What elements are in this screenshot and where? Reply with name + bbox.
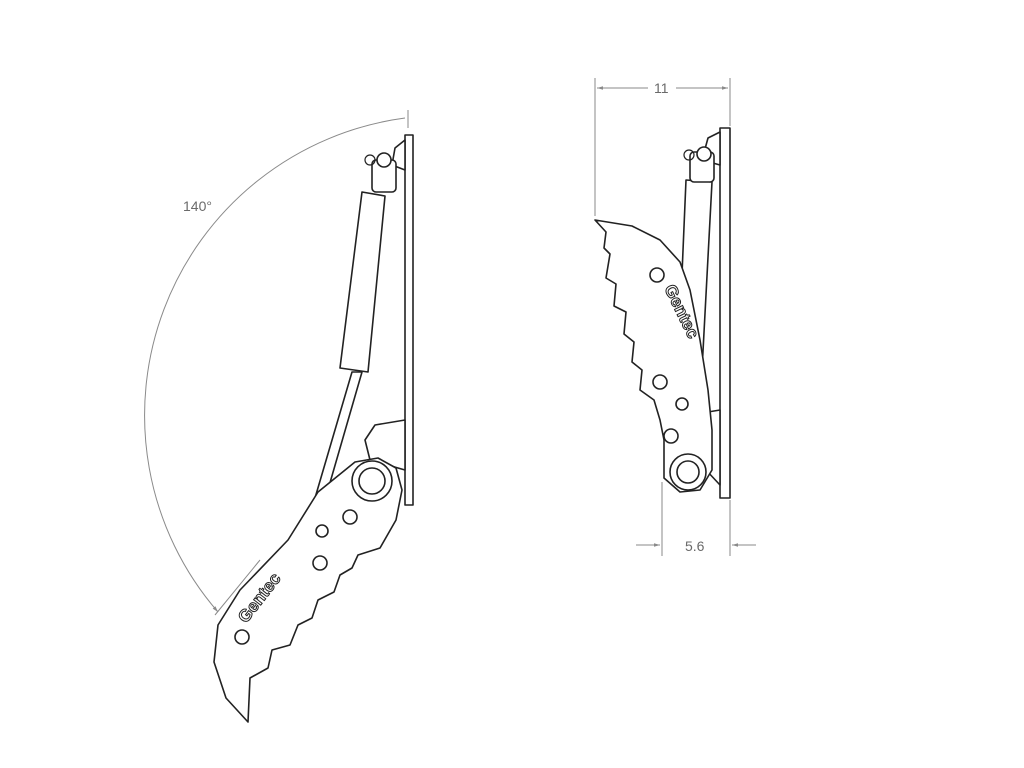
clevis-pin <box>376 152 392 168</box>
angle-label: 140° <box>183 198 212 214</box>
thumb-hole <box>663 428 679 444</box>
thumb-hole <box>315 524 329 538</box>
angle-extension-line <box>214 559 261 616</box>
mounting-plate <box>719 127 731 499</box>
thumb-hole <box>649 267 665 283</box>
bottom-bracket <box>364 419 406 471</box>
offset-label: 5.6 <box>685 538 705 554</box>
thumb-hole <box>652 374 668 390</box>
thumb-hole <box>234 629 250 645</box>
clevis-pin <box>696 146 712 162</box>
thumb-hole <box>342 509 358 525</box>
open-thumb-view: 140° Gentec <box>144 110 414 723</box>
cylinder-body <box>339 191 386 373</box>
lynch-pin-icon <box>364 154 376 166</box>
pivot-pin <box>358 467 386 495</box>
mounting-plate <box>404 134 414 506</box>
width-label: 11 <box>654 80 669 96</box>
thumb-plate <box>594 219 713 493</box>
thumb-hole <box>675 397 689 411</box>
closed-thumb-view: 11 5.6 Gentec <box>594 78 756 556</box>
angle-dimension-arc <box>144 117 406 613</box>
pivot-pin <box>676 460 700 484</box>
thumb-hole <box>312 555 328 571</box>
lynch-pin-icon <box>683 149 695 161</box>
thumb-plate <box>213 457 403 723</box>
